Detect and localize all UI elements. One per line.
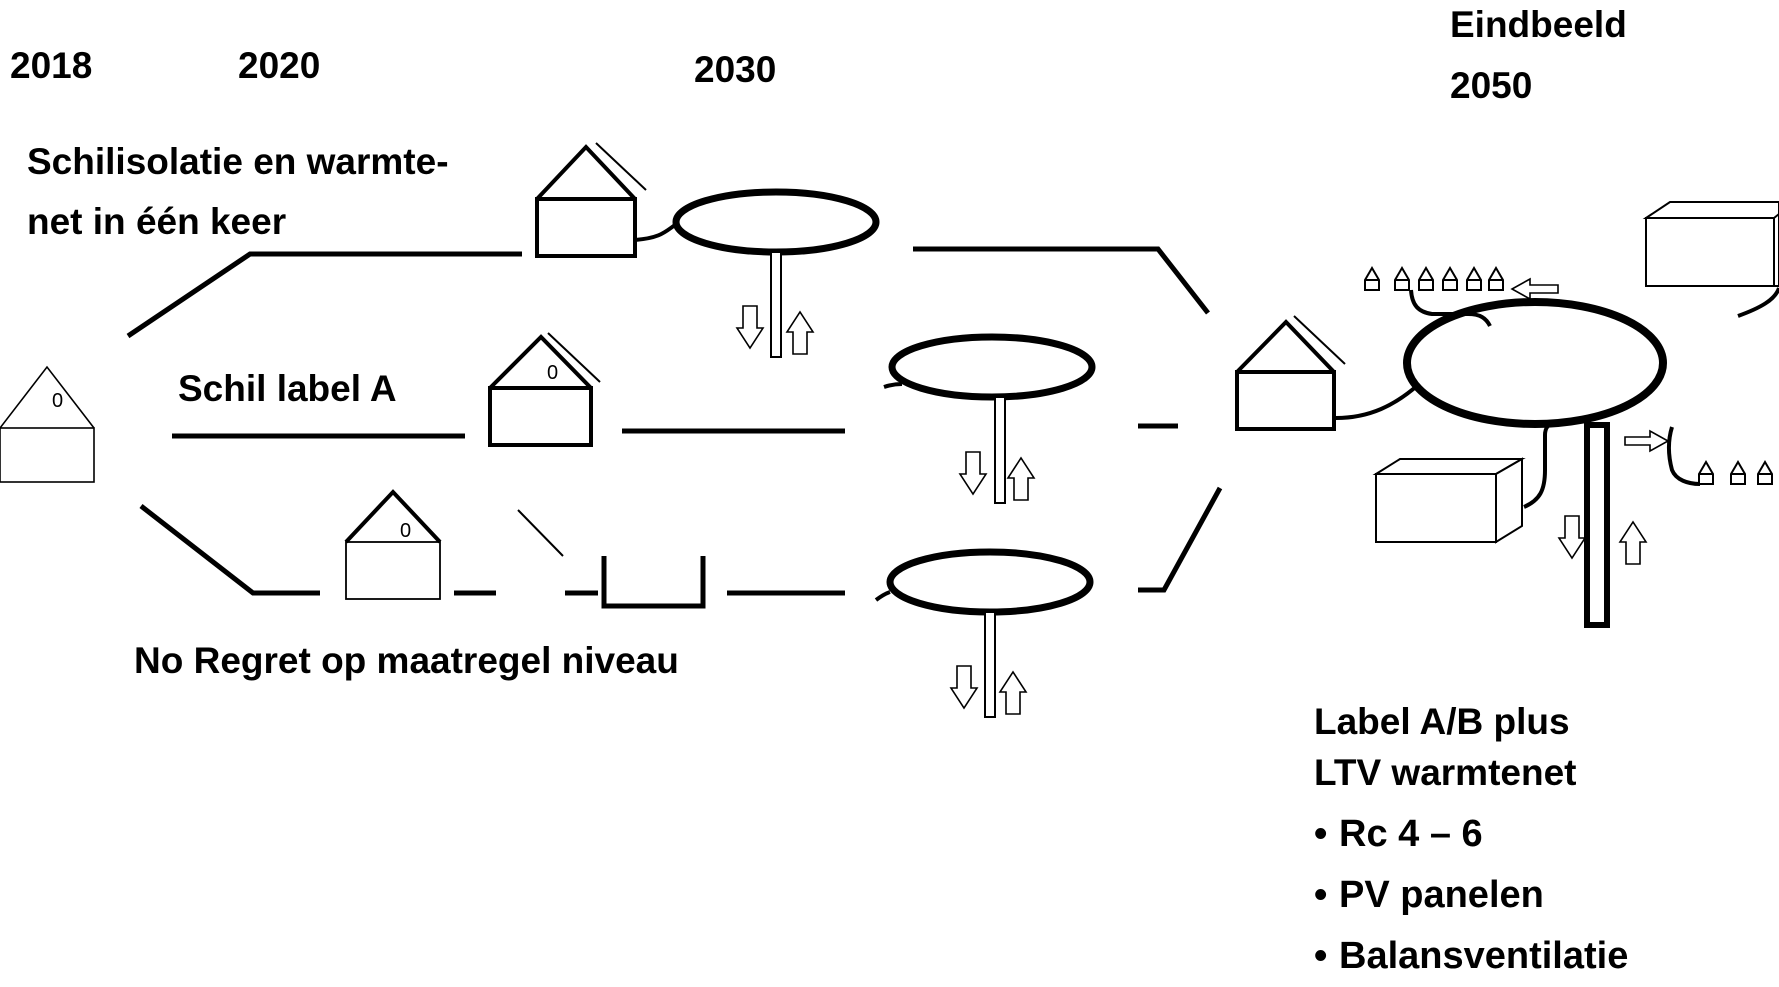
middle-path-lines [172, 423, 1178, 439]
measure-item: • PV panelen [1314, 865, 1628, 926]
end-top-right-connector [1737, 287, 1779, 318]
bullet-icon: • [1314, 874, 1328, 916]
bottom-heat-network-icon [874, 548, 1094, 718]
end-house-cluster-right-connector [1667, 426, 1701, 486]
end-state-title-line2: 2050 [1450, 65, 1533, 106]
end-top-right-box-icon [1642, 201, 1779, 287]
bottom-open-frame-icon [601, 556, 706, 609]
year-2030-label: 2030 [694, 49, 777, 90]
end-bottom-left-box-icon [1372, 457, 1526, 544]
svg-text:0: 0 [52, 390, 63, 412]
end-state-measures-list: • Rc 4 – 6 • PV panelen • Balansventilatie [1314, 804, 1628, 987]
end-house-cluster-top-icon [1364, 267, 1504, 291]
end-heat-network-icon [1335, 298, 1667, 628]
top-house-with-pv-icon [535, 142, 647, 258]
end-state-title-line1: Eindbeeld [1450, 4, 1627, 45]
middle-house-icon: 0 [488, 332, 601, 447]
end-state-description-line1: Label A/B plus [1314, 701, 1570, 742]
measure-item-label: Rc 4 – 6 [1339, 813, 1483, 855]
measure-item-label: PV panelen [1339, 874, 1544, 916]
end-house-with-pv-icon [1235, 315, 1346, 431]
measure-item-label: Balansventilatie [1339, 935, 1629, 977]
bullet-icon: • [1314, 813, 1328, 855]
year-2018-label: 2018 [10, 45, 93, 86]
svg-text:0: 0 [547, 362, 558, 384]
top-path-lines [126, 246, 1210, 339]
end-state-description-line2: LTV warmtenet [1314, 752, 1577, 793]
middle-heat-network-icon [883, 333, 1096, 504]
top-heat-network-icon [634, 188, 880, 358]
bottom-pv-panel-icon [517, 509, 564, 557]
bottom-path-label: No Regret op maatregel niveau [134, 640, 679, 681]
end-house-cluster-top-connector [1409, 289, 1492, 327]
end-house-cluster-right-icon [1698, 461, 1773, 485]
flow-arrow-right-icon [1624, 429, 1670, 453]
end-bottom-left-connector [1523, 420, 1556, 509]
bullet-icon: • [1314, 935, 1328, 977]
top-path-label-line2: net in één keer [27, 201, 287, 242]
measure-item: • Rc 4 – 6 [1314, 804, 1628, 865]
middle-path-label: Schil label A [178, 368, 397, 409]
bottom-house-icon: 0 [344, 489, 442, 600]
year-2020-label: 2020 [238, 45, 321, 86]
svg-text:0: 0 [400, 520, 411, 542]
measure-item: • Balansventilatie [1314, 926, 1628, 987]
flow-arrow-left-icon [1510, 277, 1559, 301]
bottom-path-lines [139, 486, 1223, 596]
top-path-label-line1: Schilisolatie en warmte- [27, 141, 449, 182]
start-house-icon: 0 [0, 365, 95, 483]
